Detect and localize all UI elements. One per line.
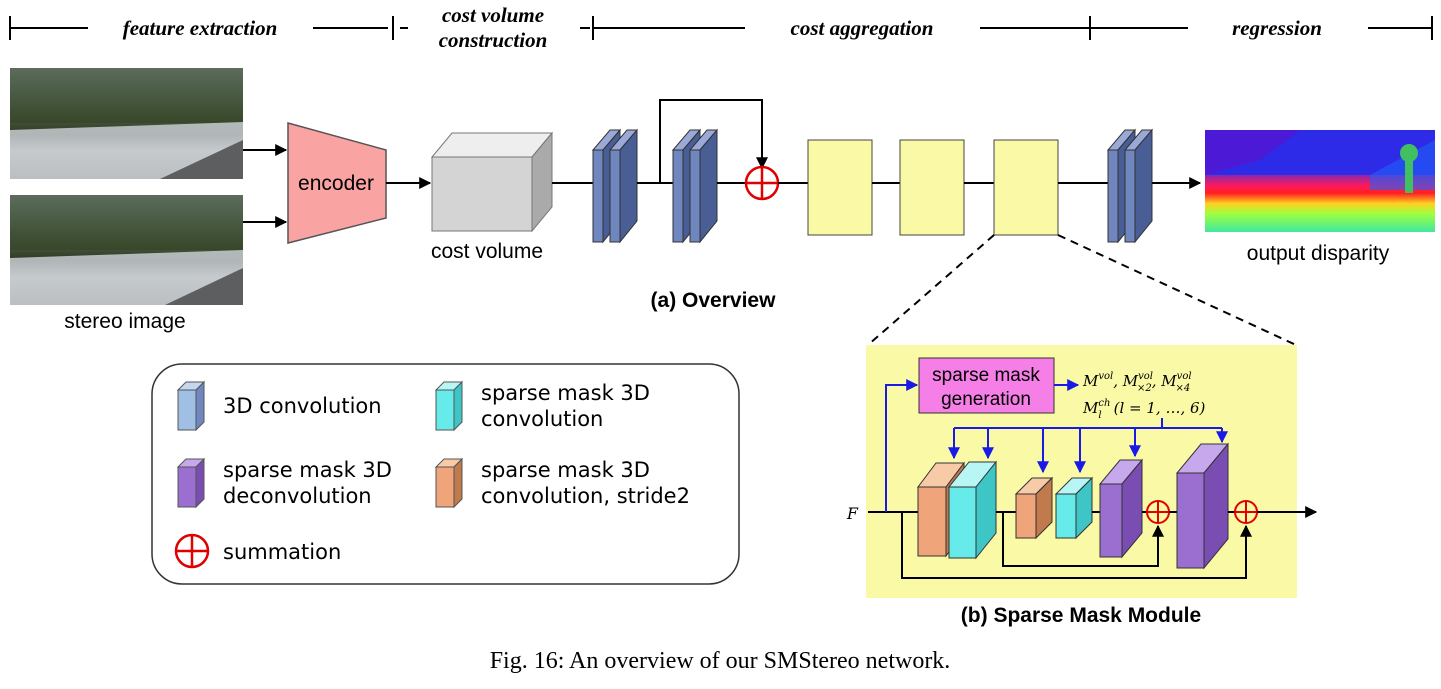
encoder-label: encoder — [298, 172, 374, 195]
output-disparity-image — [1205, 130, 1435, 232]
encoder-block — [287, 122, 387, 244]
mask-generation-line1: sparse mask — [932, 365, 1040, 386]
legend-summation-label: summation — [223, 540, 341, 564]
stereo-image-right — [10, 195, 243, 305]
stage-regression: regression — [1232, 16, 1322, 40]
input-feature-label: F — [846, 504, 859, 523]
aggregation-block-3 — [993, 139, 1059, 236]
sparse-deconv-cube-large — [1175, 442, 1230, 570]
sparse-conv-cube-large — [947, 460, 998, 560]
sparse-deconv-cube-small — [1098, 458, 1144, 559]
legend-sparse-stride-cube-icon — [434, 457, 464, 509]
cost-volume-cube — [430, 131, 554, 233]
stereo-image-left — [10, 68, 243, 179]
aggregation-block-2 — [899, 139, 965, 236]
output-disparity-label: output disparity — [1247, 242, 1390, 265]
legend-summation-icon — [174, 533, 210, 569]
legend-sparse-deconv-line2: deconvolution — [223, 484, 372, 508]
legend: 3D convolution sparse mask 3D convolutio… — [151, 363, 740, 585]
aggregation-block-1 — [807, 139, 873, 236]
conv3d-group-2 — [671, 128, 719, 244]
legend-sparse-conv-cube-icon — [434, 380, 464, 432]
stage-cost-volume-line2: construction — [439, 28, 548, 52]
overview-label: (a) Overview — [651, 289, 777, 312]
sparse-stride-cube-small — [1014, 476, 1054, 540]
mask-generation-line2: generation — [941, 389, 1031, 410]
stage-header: feature extraction cost volume construct… — [9, 3, 1433, 52]
sparse-mask-module-label: (b) Sparse Mask Module — [961, 604, 1201, 627]
legend-conv3d-label: 3D convolution — [223, 394, 382, 418]
cost-volume-label: cost volume — [431, 240, 543, 263]
stage-cost-volume-line1: cost volume — [442, 3, 544, 27]
figure-caption: Fig. 16: An overview of our SMStereo net… — [490, 648, 951, 674]
legend-conv3d-cube-icon — [176, 380, 206, 432]
summation-icon — [744, 165, 780, 201]
sparse-mask-module: sparse mask generation F Mvol, Mvol×2, M… — [846, 345, 1318, 598]
stage-cost-aggregation: cost aggregation — [791, 16, 934, 40]
conv3d-group-3 — [1106, 128, 1154, 244]
summation-icon — [1146, 500, 1170, 524]
legend-sparse-deconv-cube-icon — [176, 457, 206, 509]
legend-sparse-stride-line2: convolution, stride2 — [481, 484, 690, 508]
conv3d-group-1 — [591, 128, 639, 244]
sparse-conv-cube-small — [1054, 476, 1094, 540]
legend-sparse-conv-line2: convolution — [481, 407, 603, 431]
legend-sparse-conv-line1: sparse mask 3D — [481, 381, 650, 405]
summation-icon — [1234, 500, 1258, 524]
stereo-image-label: stereo image — [64, 310, 185, 333]
legend-sparse-stride-line1: sparse mask 3D — [481, 458, 650, 482]
stage-feature-extraction: feature extraction — [123, 16, 278, 40]
legend-sparse-deconv-line1: sparse mask 3D — [223, 458, 392, 482]
